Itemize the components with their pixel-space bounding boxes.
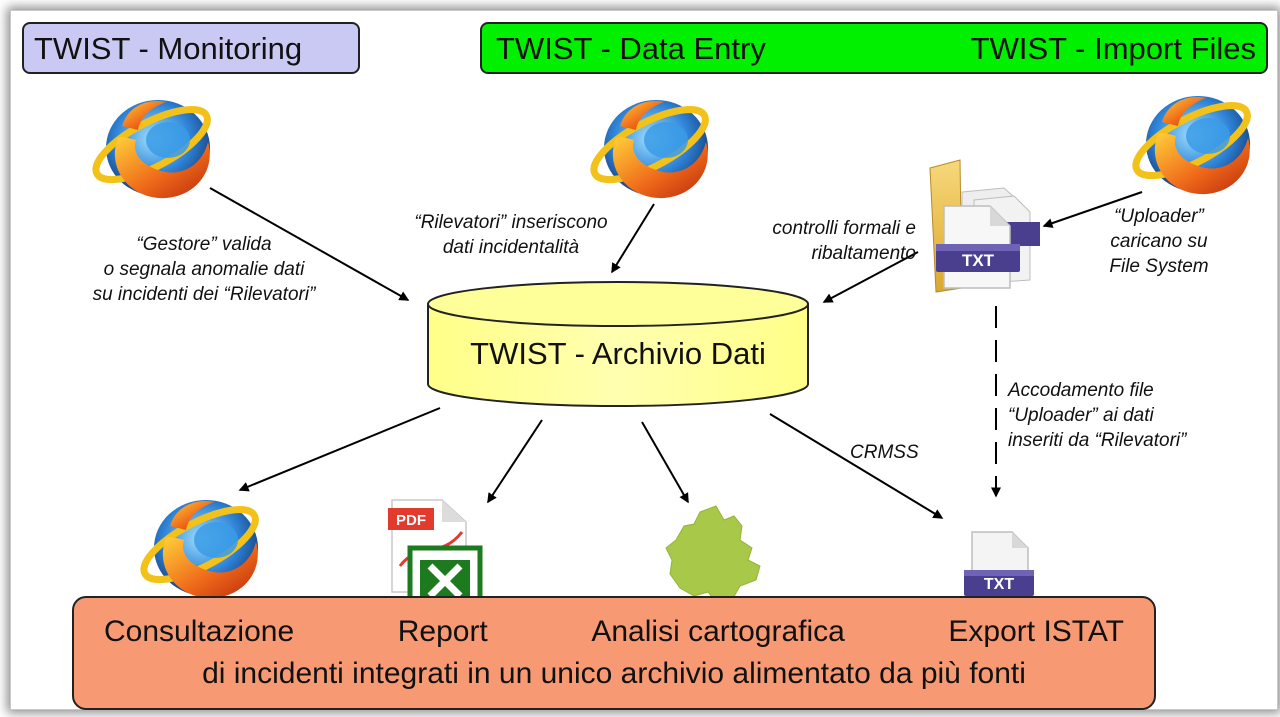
output-consultazione: Consultazione	[104, 615, 295, 648]
txt-label-upload: TXT	[962, 251, 995, 270]
export-txt-icon: TXT	[963, 531, 1035, 611]
output-export-istat: Export ISTAT	[948, 615, 1124, 648]
txt-label-export: TXT	[984, 576, 1014, 593]
archive-title: TWIST - Archivio Dati	[470, 336, 766, 371]
archive-database	[427, 281, 809, 407]
controlli-label: controlli formali e ribaltamento	[772, 218, 916, 264]
region-map-icon	[665, 505, 761, 603]
arrow-rilevatori	[611, 203, 655, 274]
arrow-report	[487, 419, 543, 504]
arrow-gestore	[209, 187, 410, 301]
import-files-title: TWIST - Import Files	[970, 30, 1256, 66]
browser-icon-consultazione	[135, 496, 265, 598]
arrow-controlli	[822, 251, 919, 303]
browser-icon-data-entry	[585, 96, 715, 198]
uploader-label: “Uploader” caricano su File System	[1109, 206, 1209, 277]
arrows	[209, 187, 1143, 519]
data-entry-import-box: TWIST - Data Entry TWIST - Import Files	[480, 22, 1268, 74]
outputs-row: Consultazione Report Analisi cartografic…	[104, 617, 1124, 647]
output-report: Report	[397, 615, 488, 648]
gestore-label: “Gestore” valida o segnala anomalie dati…	[92, 234, 316, 305]
browser-icon-import	[1127, 92, 1257, 194]
data-entry-title: TWIST - Data Entry	[496, 30, 766, 66]
monitoring-title: TWIST - Monitoring	[34, 30, 303, 66]
folder-txt-icon: TXT	[929, 159, 1040, 293]
outputs-box: Consultazione Report Analisi cartografic…	[72, 596, 1156, 710]
outputs-caption: di incidenti integrati in un unico archi…	[202, 657, 1026, 690]
arrow-cartografica	[641, 421, 689, 504]
output-analisi-cartografica: Analisi cartografica	[591, 615, 845, 648]
browser-icon-monitoring	[87, 96, 217, 198]
arrow-crmss	[769, 413, 944, 519]
accodamento-label: Accodamento file “Uploader” ai dati inse…	[1008, 380, 1187, 451]
crmss-label: CRMSS	[850, 442, 919, 463]
arrow-consultazione	[238, 407, 441, 492]
monitoring-box: TWIST - Monitoring	[22, 22, 360, 74]
pdf-label: PDF	[396, 512, 426, 529]
rilevatori-label: “Rilevatori” inseriscono dati incidental…	[414, 212, 608, 258]
arrow-uploader	[1042, 191, 1143, 228]
